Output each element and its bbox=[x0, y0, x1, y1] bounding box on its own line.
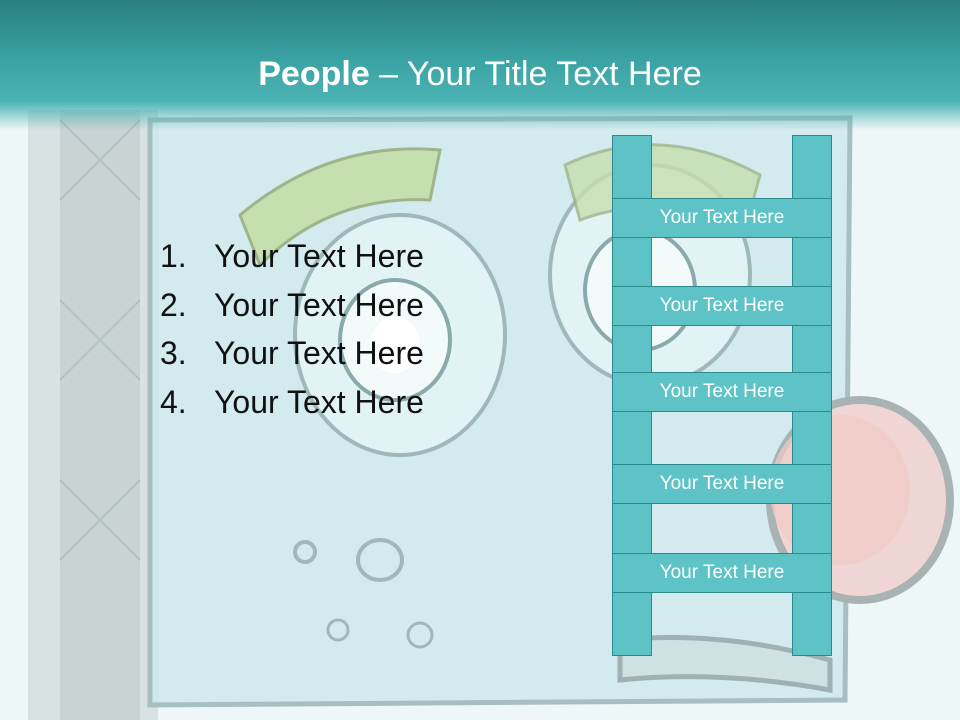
list-item: 1. Your Text Here bbox=[160, 232, 424, 281]
list-item: 3. Your Text Here bbox=[160, 329, 424, 378]
list-item-number: 1. bbox=[160, 238, 187, 274]
title-bold: People bbox=[258, 55, 370, 93]
ladder-rung-1: Your Text Here bbox=[612, 198, 832, 238]
numbered-list: 1. Your Text Here 2. Your Text Here 3. Your… bbox=[160, 232, 424, 426]
slide-title: People – Your Title Text Here bbox=[0, 52, 960, 96]
list-item-number: 3. bbox=[160, 335, 187, 371]
list-item-text: Your Text Here bbox=[214, 238, 424, 274]
list-item-text: Your Text Here bbox=[214, 383, 424, 420]
title-rest: – Your Title Text Here bbox=[369, 55, 702, 93]
list-item-number: 2. bbox=[160, 286, 187, 323]
list-item-text: Your Text Here bbox=[214, 286, 424, 323]
list-item: 4. Your Text Here bbox=[160, 378, 424, 427]
list-item: 2. Your Text Here bbox=[160, 281, 424, 330]
list-item-text: Your Text Here bbox=[214, 335, 424, 371]
ladder-rung-4: Your Text Here bbox=[612, 464, 832, 504]
ladder-rung-2: Your Text Here bbox=[612, 286, 832, 326]
ladder-rung-5: Your Text Here bbox=[612, 553, 832, 593]
list-item-number: 4. bbox=[160, 383, 187, 420]
ladder-graphic: Your Text Here Your Text Here Your Text … bbox=[612, 135, 834, 658]
ladder-rung-3: Your Text Here bbox=[612, 372, 832, 412]
title-bar bbox=[0, 0, 960, 130]
